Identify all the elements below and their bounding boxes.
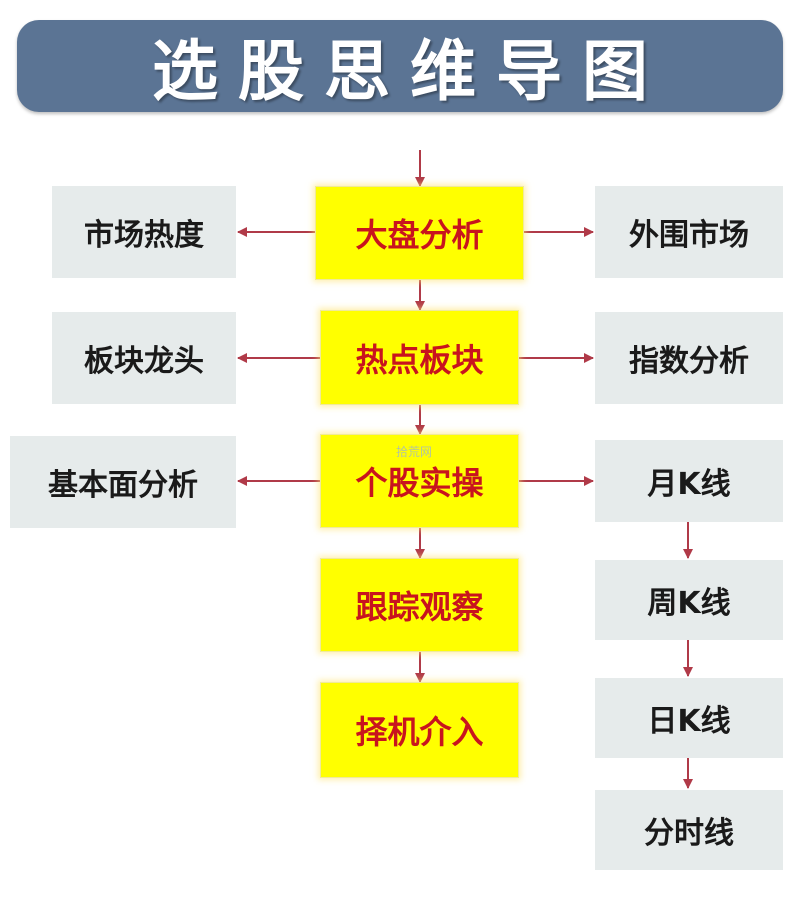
left-node-3: 基本面分析 <box>10 436 236 528</box>
watermark-text: 拾荒网 <box>396 445 433 459</box>
left-node-1: 市场热度 <box>52 186 236 278</box>
right-node-2: 指数分析 <box>595 312 783 404</box>
center-node-1: 大盘分析 <box>315 186 524 280</box>
kline-node-1: 月K线 <box>595 440 783 522</box>
kline-node-3: 日K线 <box>595 678 783 758</box>
kline-node-2: 周K线 <box>595 560 783 640</box>
center-node-5: 择机介入 <box>320 682 519 778</box>
center-node-4: 跟踪观察 <box>320 558 519 652</box>
right-node-1: 外围市场 <box>595 186 783 278</box>
center-node-3: 个股实操 <box>320 434 519 528</box>
kline-node-4: 分时线 <box>595 790 783 870</box>
title-banner: 选股思维导图 <box>17 20 783 112</box>
left-node-2: 板块龙头 <box>52 312 236 404</box>
center-node-2: 热点板块 <box>320 310 519 405</box>
diagram-title: 选股思维导图 <box>152 33 668 110</box>
